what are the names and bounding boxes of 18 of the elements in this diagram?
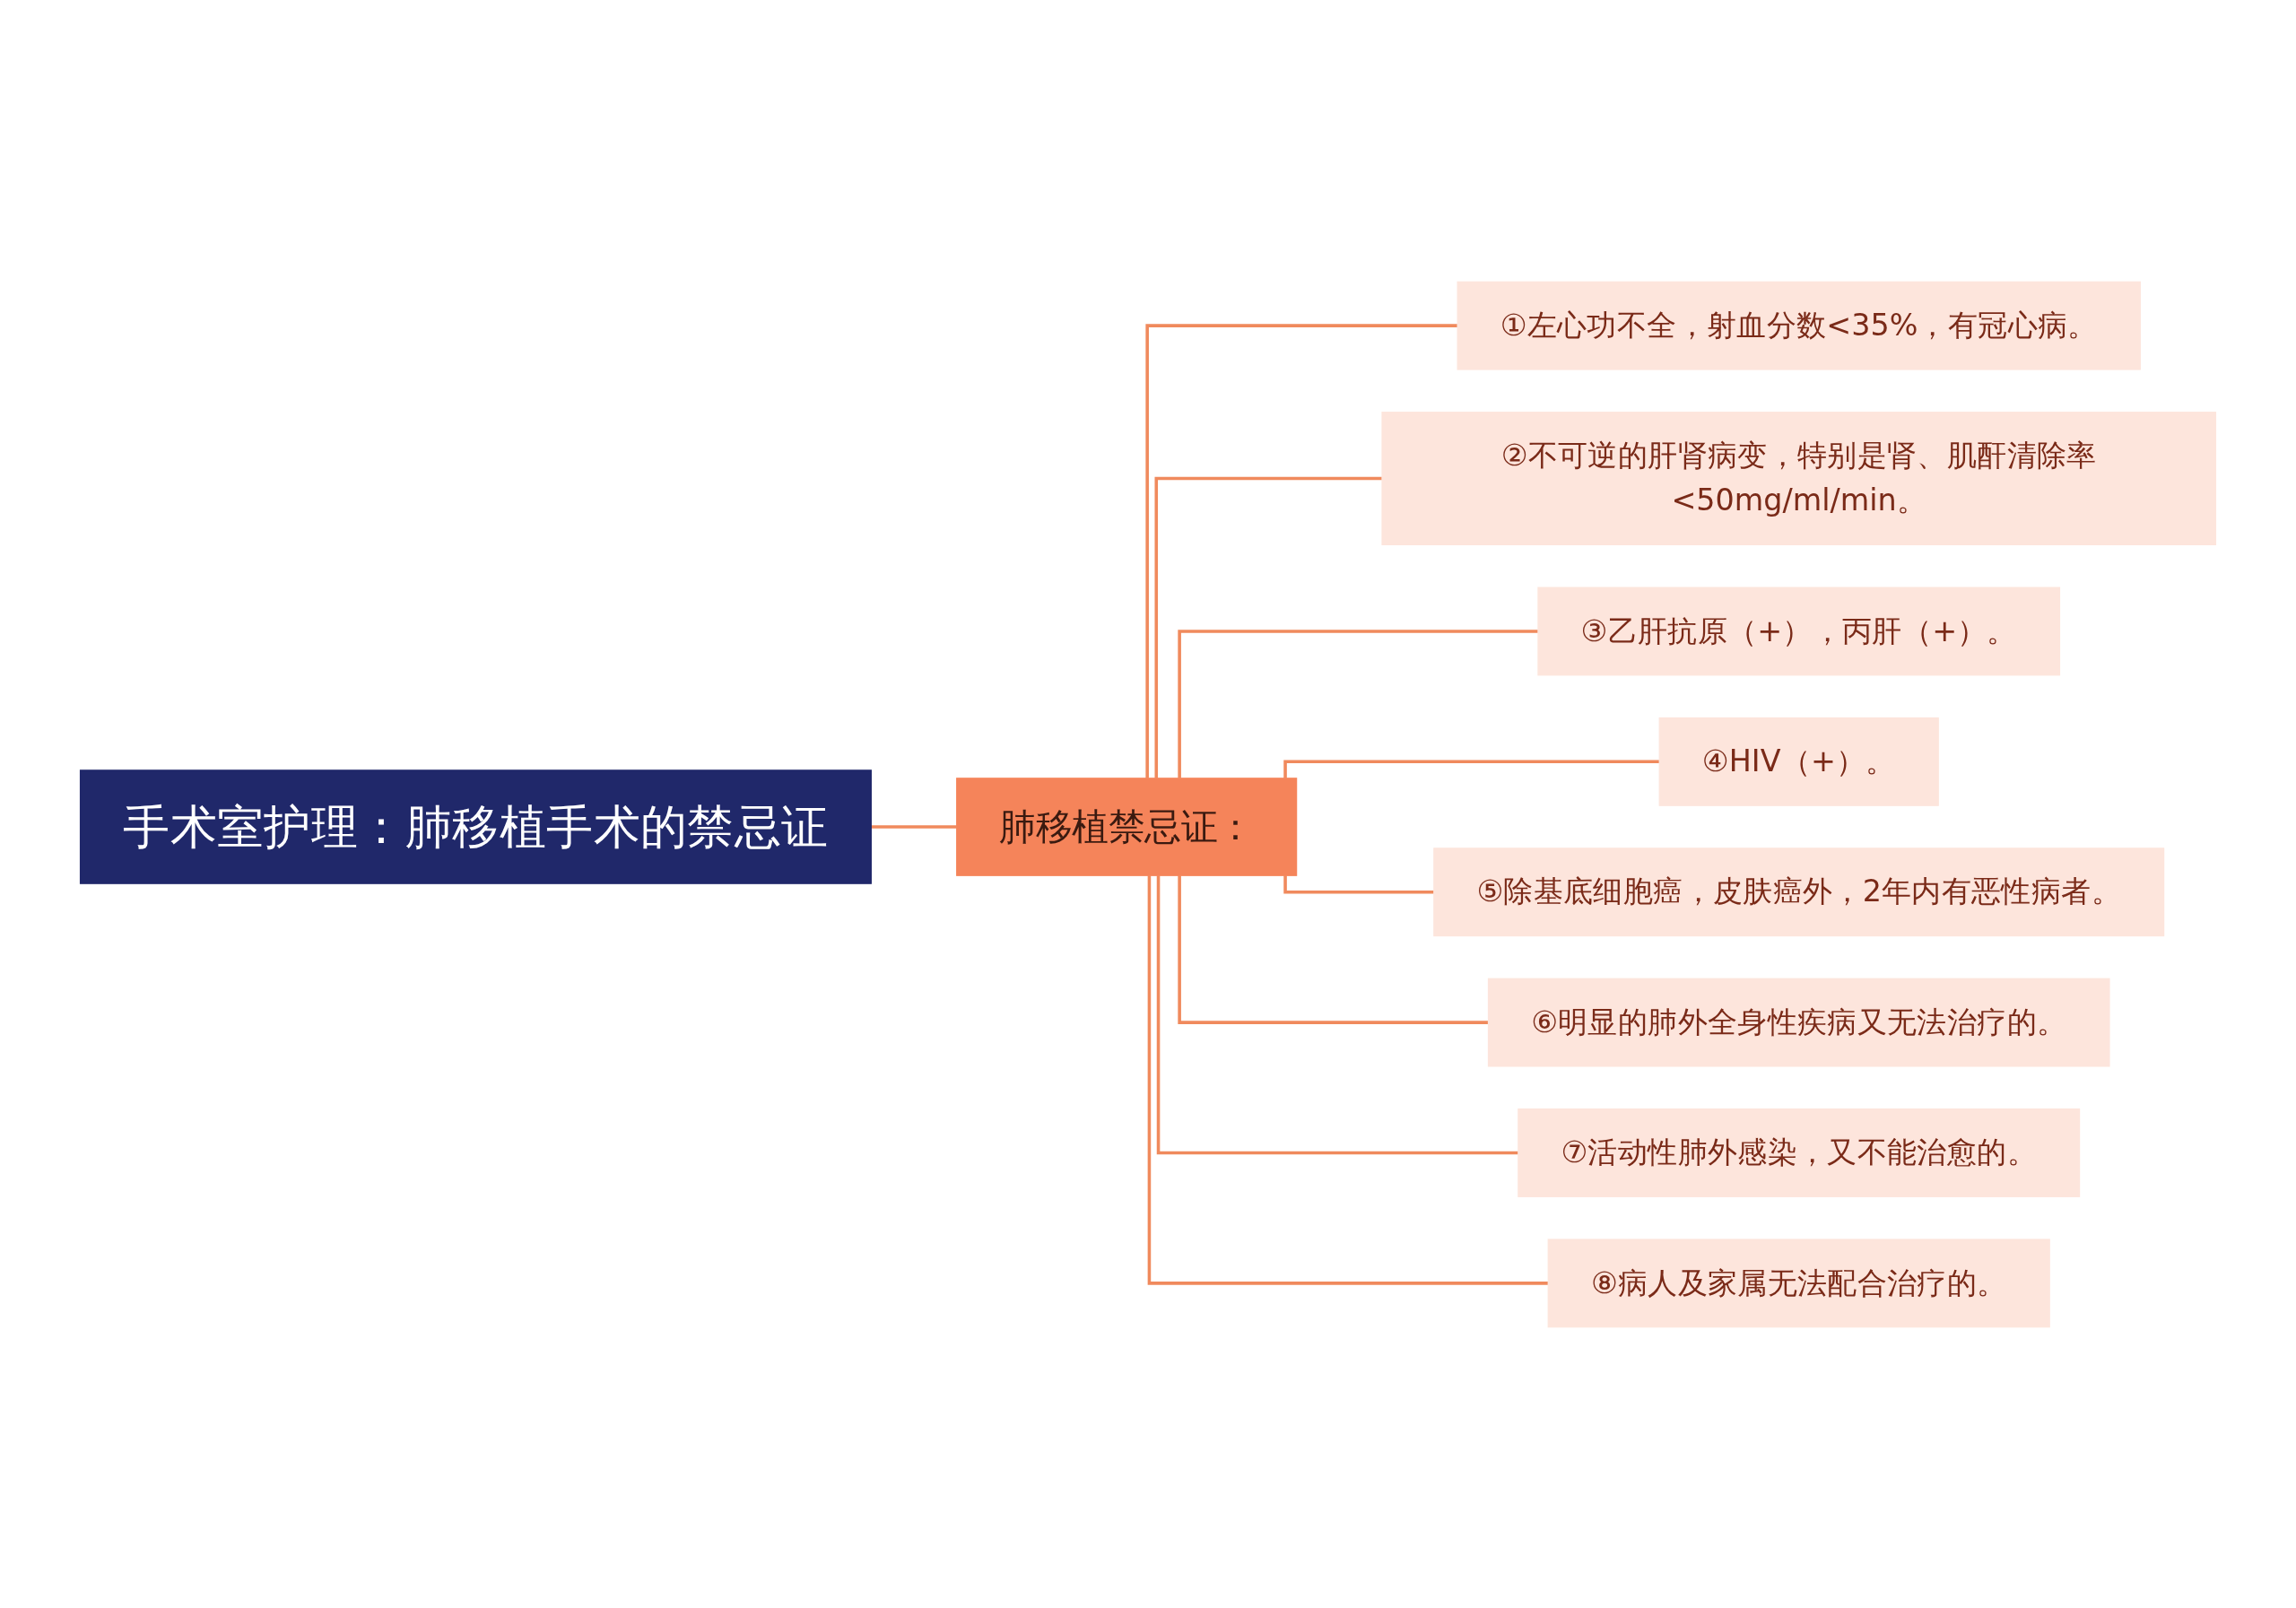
node-box: ①左心功不全，射血分数<35%，有冠心病。 xyxy=(1457,281,2141,370)
node-box: ⑧病人及家属无法配合治疗的。 xyxy=(1547,1238,2050,1327)
connector xyxy=(1178,629,1538,778)
connector xyxy=(1283,874,1434,893)
node-box: ②不可逆的肝肾病变，特别是肾、肌酐清除率<50mg/ml/min。 xyxy=(1381,411,2217,545)
node-box: ⑥明显的肺外全身性疾病又无法治疗的。 xyxy=(1487,978,2110,1067)
connector xyxy=(1145,323,1458,778)
connector xyxy=(1147,874,1549,1285)
node-box: ⑦活动性肺外感染，又不能治愈的。 xyxy=(1518,1108,2081,1197)
node-box: 手术室护理：肺移植手术的禁忌证 xyxy=(79,769,872,884)
connector xyxy=(1156,874,1518,1154)
node-box: ⑤除基底细胞癌，皮肤癌外，2年内有恶性病者。 xyxy=(1433,847,2165,936)
connector xyxy=(1283,760,1660,778)
node-box: ④HIV（+）。 xyxy=(1658,717,1939,806)
node-box: ③乙肝抗原（+），丙肝（+）。 xyxy=(1537,587,2061,675)
connector xyxy=(1154,476,1382,778)
node-box: 肺移植禁忌证： xyxy=(956,777,1298,876)
connector xyxy=(1178,874,1489,1024)
